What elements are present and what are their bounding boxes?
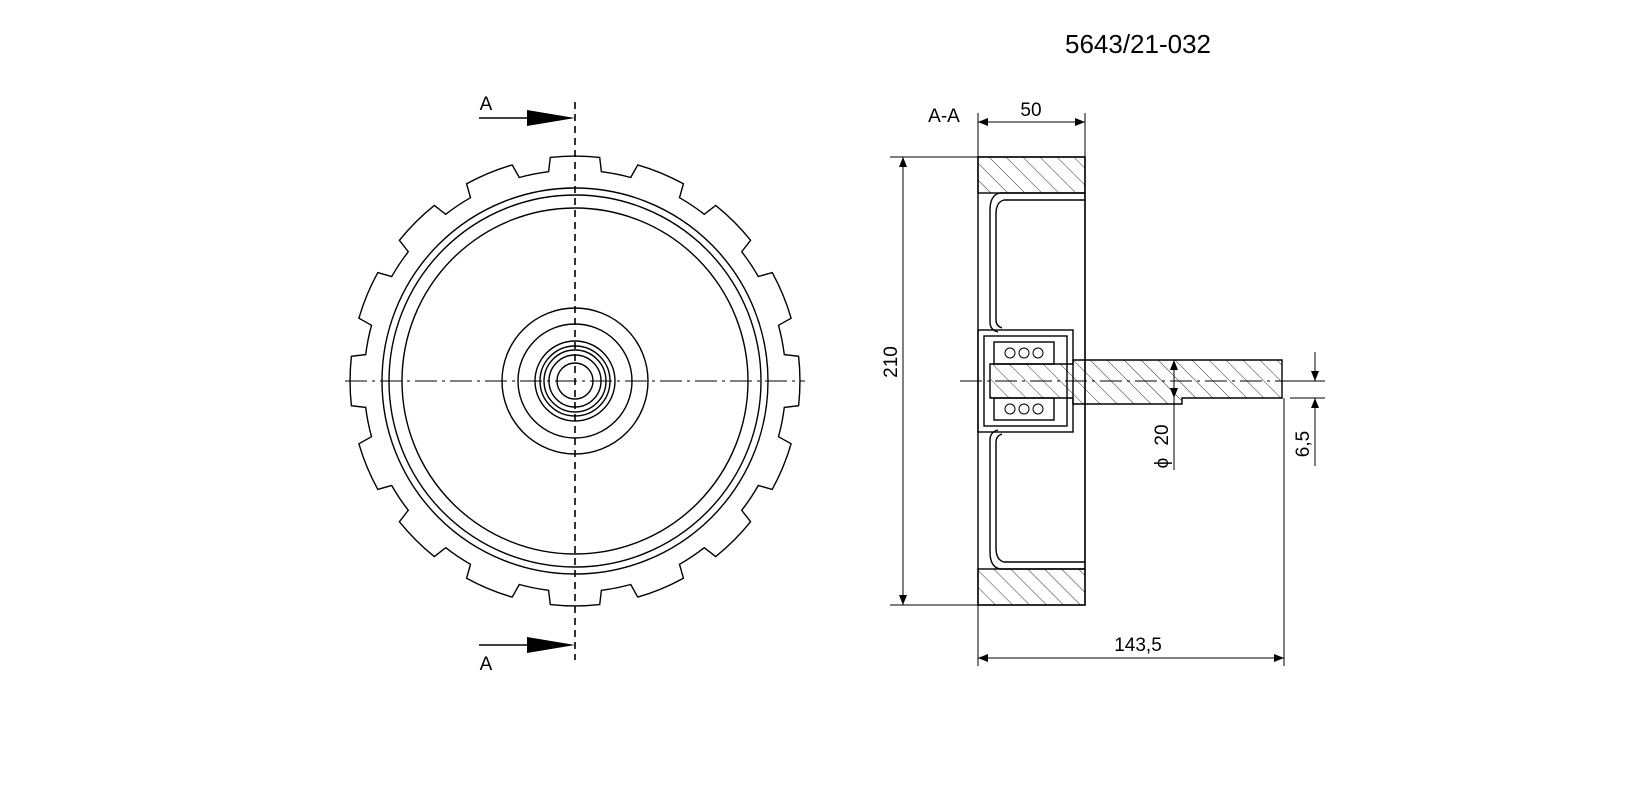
dimension-offset bbox=[1290, 352, 1325, 466]
section-label-top: A bbox=[480, 94, 493, 115]
tread-section-top bbox=[977, 156, 1086, 194]
dimension-shaft-diameter-symbol: ϕ bbox=[1152, 458, 1173, 469]
dimension-shaft-diameter-label: 20 bbox=[1152, 424, 1173, 445]
section-label-bottom: A bbox=[480, 654, 493, 675]
shaft-section bbox=[989, 359, 1283, 405]
section-title: A-A bbox=[928, 106, 960, 127]
front-view: A A bbox=[345, 94, 805, 675]
disc-profile-top bbox=[989, 192, 1085, 333]
dimension-diameter-label: 210 bbox=[881, 346, 902, 378]
tread-profile bbox=[349, 155, 801, 607]
dimension-overall-length-label: 143,5 bbox=[1114, 635, 1162, 656]
dimension-offset-label: 6,5 bbox=[1293, 431, 1314, 457]
bearing-bottom bbox=[993, 397, 1055, 421]
part-number: 5643/21-032 bbox=[1065, 29, 1211, 59]
dimension-width-label: 50 bbox=[1020, 100, 1041, 121]
dimension-width bbox=[977, 113, 1086, 157]
section-arrow-top bbox=[479, 110, 575, 126]
section-view: A-A bbox=[881, 100, 1325, 666]
disc-profile-bottom bbox=[989, 429, 1085, 570]
bearing-top bbox=[993, 341, 1055, 365]
section-arrow-bottom bbox=[479, 637, 575, 653]
dimension-diameter bbox=[890, 156, 978, 606]
dimension-overall-length bbox=[977, 398, 1285, 666]
tread-section-bottom bbox=[977, 568, 1086, 606]
